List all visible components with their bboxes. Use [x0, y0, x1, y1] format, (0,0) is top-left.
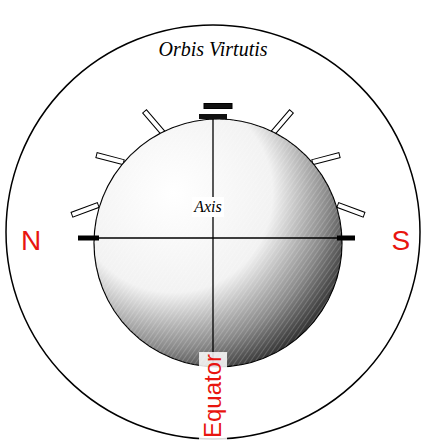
orb-title: Orbis Virtutis — [158, 38, 267, 61]
pole-bar — [199, 114, 227, 119]
sphere-hatching — [94, 119, 342, 367]
pole-letter: S — [392, 225, 411, 257]
dip-needle — [143, 110, 165, 135]
axis-end — [337, 236, 355, 241]
dip-needle — [96, 153, 124, 165]
pole-letter: N — [21, 225, 41, 257]
dip-needle — [312, 153, 340, 165]
dip-needle — [337, 203, 365, 217]
dip-needle — [204, 104, 232, 109]
axis-end — [78, 236, 99, 241]
terrella-sphere: Axis — [93, 118, 343, 368]
dip-needle — [271, 110, 293, 135]
sphere-body — [94, 119, 342, 367]
equator-line — [212, 118, 213, 365]
dip-needle — [71, 203, 99, 217]
axis-line — [78, 237, 355, 239]
axis-label: Axis — [192, 197, 224, 217]
equator-label: Equator — [199, 352, 227, 440]
sphere-drawing — [93, 118, 343, 368]
